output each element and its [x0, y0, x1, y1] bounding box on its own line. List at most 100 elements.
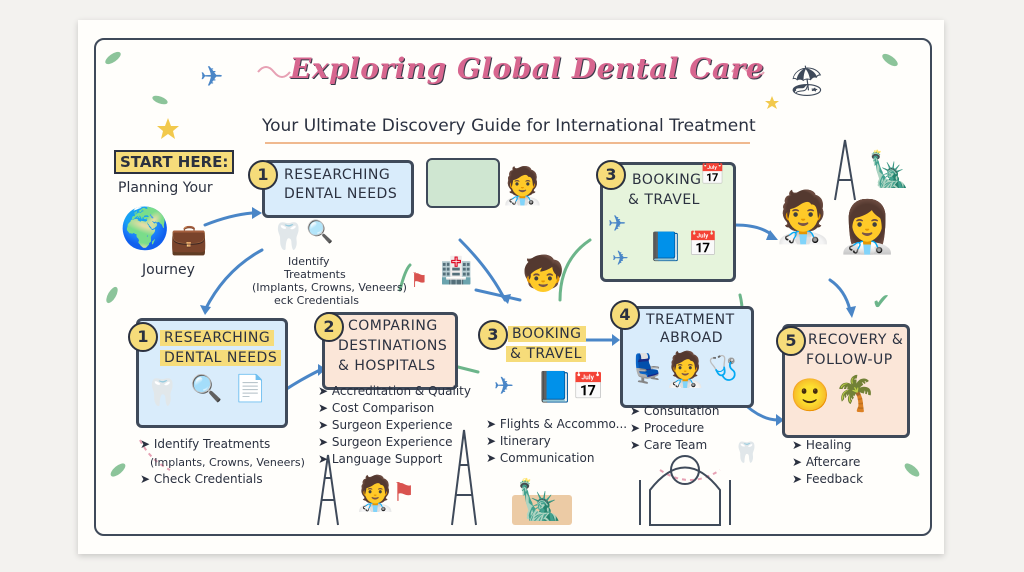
suitcase-icon: 💼 [170, 222, 208, 257]
step-3-line2-text: & TRAVEL [506, 346, 586, 362]
airplane-icon-top: ✈ [200, 60, 224, 93]
step-4-bullet-2: ➤ Procedure [630, 421, 705, 435]
step-5-line1: RECOVERY & [808, 332, 904, 348]
step-3-line1-text: BOOKING [508, 326, 586, 342]
top-note-implants: (Implants, Crowns, Veneers) [252, 281, 407, 294]
step-3-badge: 3 [478, 320, 508, 350]
top-note-treatments: Treatments [284, 268, 346, 281]
step-4-bullet-1: ➤ Consultation [630, 404, 720, 418]
magnifier-icon-2: 🔍 [190, 374, 223, 404]
step-2-bullet-1-text: Accreditation & Quality [331, 384, 471, 398]
start-planning: Planning Your [118, 180, 213, 196]
passport-icon: 📘 [648, 230, 683, 263]
tooth-bubble-icon: 🦷 [734, 440, 759, 464]
flag-icon-2: ⚑ [392, 478, 416, 508]
step-4-bullet-1-text: Consultation [643, 404, 720, 418]
step-2-line3: & HOSPITALS [338, 358, 436, 374]
calendar-icon: 📅 [700, 162, 725, 186]
step-2-bullet-5: ➤ Language Support [318, 452, 443, 466]
start-here-text: START HERE: [114, 150, 235, 174]
step-3-bullet-2: ➤ Itinerary [486, 434, 551, 448]
magnifier-icon: 🔍 [306, 220, 334, 245]
step-3-line2: & TRAVEL [506, 346, 586, 362]
airplane-icon-2: ✈ [612, 246, 629, 270]
page-title: Exploring Global Dental Care [290, 52, 765, 85]
top-step-3-badge: 3 [596, 160, 626, 190]
top-step-1-line1: RESEARCHING [284, 167, 391, 183]
dentist-icon: 🧑‍⚕️ [664, 350, 707, 390]
step-2-bullet-4: ➤ Surgeon Experience [318, 435, 453, 449]
passport-icon-2: 📘 [536, 370, 574, 405]
step-4-bullet-3-text: Care Team [643, 438, 708, 452]
poster-sheet [78, 20, 944, 554]
doctor-female-icon: 👩‍⚕️ [836, 198, 899, 256]
document-icon: 📄 [234, 374, 267, 404]
airplane-icon: ✈ [608, 212, 627, 237]
step-1-line2-text: DENTAL NEEDS [160, 350, 282, 366]
doctor-male-icon: 🧑‍⚕️ [772, 188, 835, 246]
top-step-researching [262, 160, 414, 218]
step-2-bullet-4-text: Surgeon Experience [331, 435, 453, 449]
step-3-bullet-2-text: Itinerary [499, 434, 551, 448]
step-2-line2: DESTINATIONS [338, 338, 448, 354]
doctor-icon: 🧑‍⚕️ [354, 474, 397, 514]
page-subtitle: Your Ultimate Discovery Guide for Intern… [262, 116, 756, 136]
step-1-bullet-1-text: Identify Treatments [153, 437, 271, 451]
step-5-bullet-1: ➤ Healing [792, 438, 852, 452]
globe-icon: 🌍 [120, 206, 170, 252]
step-2-bullet-2-text: Cost Comparison [331, 401, 435, 415]
step-1-bullet-1: ➤ Identify Treatments [140, 437, 271, 451]
step-2-bullet-2: ➤ Cost Comparison [318, 401, 435, 415]
step-5-bullet-2-text: Aftercare [805, 455, 861, 469]
step-1-badge: 1 [128, 322, 158, 352]
step-5-line2: FOLLOW-UP [806, 352, 893, 368]
top-step-1-badge: 1 [248, 160, 278, 190]
step-2-bullet-3: ➤ Surgeon Experience [318, 418, 453, 432]
top-note-identify: Identify [288, 255, 330, 268]
step-3-bullet-3-text: Communication [499, 451, 595, 465]
tooth-icon-2: 🦷 [146, 378, 179, 408]
step-5-bullet-3-text: Feedback [805, 472, 864, 486]
step-4-bullet-3: ➤ Care Team [630, 438, 708, 452]
top-step-3-line1: BOOKING [632, 172, 702, 188]
start-journey: Journey [142, 262, 195, 278]
step-5-bullet-1-text: Healing [805, 438, 852, 452]
tooth-icon: 🦷 [272, 222, 305, 252]
step-5-bullet-3: ➤ Feedback [792, 472, 864, 486]
step-2-bullet-3-text: Surgeon Experience [331, 418, 453, 432]
check-icon: ✔ [872, 290, 891, 315]
step-1-line1-text: RESEARCHING [160, 330, 275, 346]
airplane-icon-3: ✈ [494, 372, 515, 400]
start-here-label: START HERE: [114, 150, 235, 174]
step-1-line1: RESEARCHING [160, 330, 275, 346]
relaxing-couple-icon: 🏖 [788, 64, 827, 99]
step-4-bullet-2-text: Procedure [643, 421, 705, 435]
step-5-badge: 5 [776, 326, 806, 356]
calendar-icon-3: 📅 [572, 372, 605, 402]
step-2-line1: COMPARING [348, 318, 438, 334]
step-3-bullet-1-text: Flights & Accommo... [499, 417, 628, 431]
step-comparing [322, 312, 458, 390]
step-2-badge: 2 [314, 312, 344, 342]
dental-tools-icon: 🩺 [708, 354, 738, 382]
patient-smile-icon: 🙂 [790, 376, 830, 414]
step-1-bullet-3: ➤ Check Credentials [140, 472, 263, 486]
dental-chair-icon: 💺 [630, 352, 665, 385]
flag-icon: ⚑ [410, 268, 428, 292]
step-treatment [620, 306, 754, 408]
step-1-line2: DENTAL NEEDS [160, 350, 282, 366]
step-1-bullet-2: (Implants, Crowns, Veneers) [150, 456, 305, 469]
world-map [426, 158, 500, 208]
step-4-badge: 4 [610, 300, 640, 330]
step-4-line1: TREATMENT [646, 312, 735, 328]
step-2-bullet-5-text: Language Support [331, 452, 443, 466]
child-icon: 🧒 [522, 254, 565, 294]
top-step-1-line2: DENTAL NEEDS [284, 186, 398, 202]
step-4-line2: ABROAD [660, 330, 724, 346]
liberty-statue-icon: 🗽 [868, 150, 911, 190]
step-3-bullet-3: ➤ Communication [486, 451, 595, 465]
top-step-3-line2: & TRAVEL [628, 192, 700, 208]
step-3-bullet-1: ➤ Flights & Accommo... [486, 417, 628, 431]
step-1-bullet-3-text: Check Credentials [153, 472, 263, 486]
